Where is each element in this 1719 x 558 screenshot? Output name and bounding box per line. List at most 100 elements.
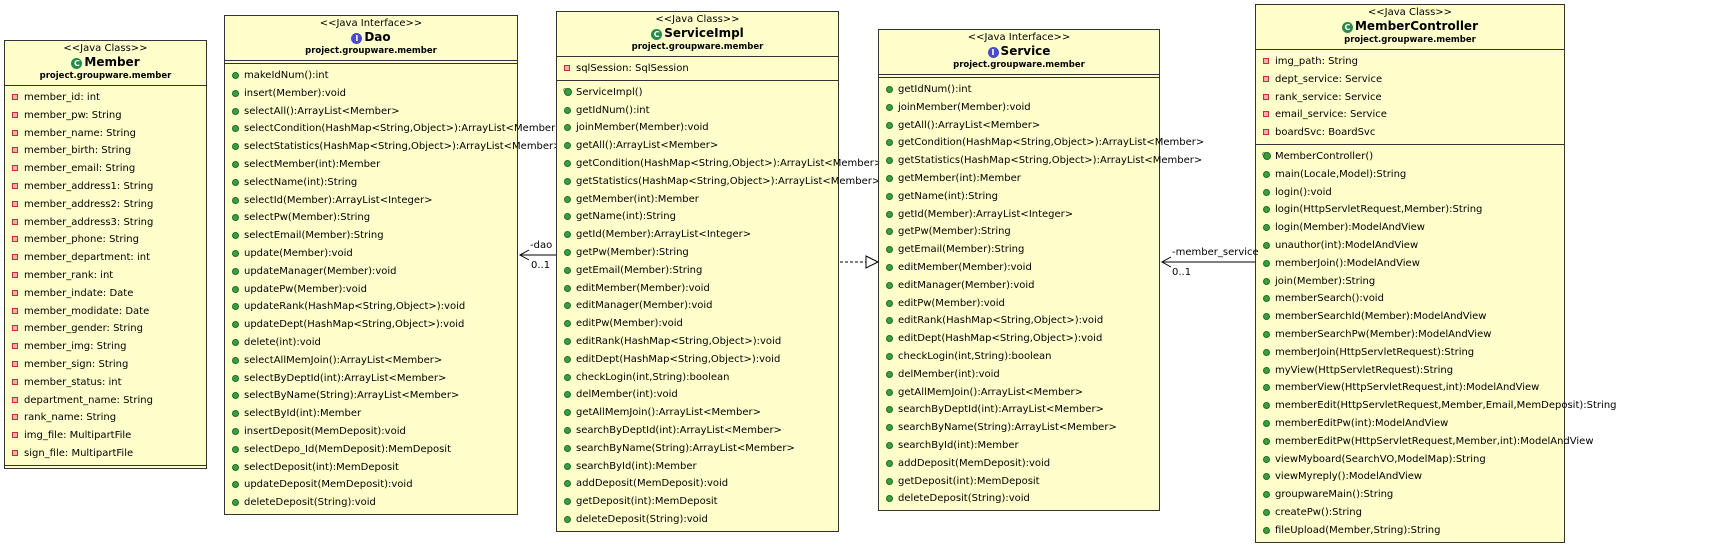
- member-text: deleteDeposit(String):void: [244, 497, 376, 509]
- public-method-icon: [1263, 491, 1270, 499]
- member-text: member_modidate: Date: [24, 305, 150, 317]
- private-field-icon: [12, 236, 18, 243]
- public-method-icon: [886, 335, 893, 343]
- private-field-icon: [12, 271, 18, 278]
- public-method-icon: [232, 72, 239, 79]
- member-text: delMember(int):void: [576, 389, 678, 401]
- public-method-icon: [232, 321, 239, 329]
- public-method-icon: [232, 481, 239, 489]
- member-text: selectByName(String):ArrayList<Member>: [244, 390, 460, 402]
- class-icon: C: [71, 58, 83, 69]
- private-field-icon: [12, 129, 18, 136]
- attribute-row: dept_service: Service: [1256, 71, 1564, 89]
- method-row: fileUpload(Member,String):String: [1256, 522, 1564, 540]
- member-text: getAll():ArrayList<Member>: [898, 119, 1041, 131]
- stereotype-label: <<Java Class>>: [1367, 7, 1453, 18]
- private-field-icon: [12, 449, 18, 456]
- public-method-icon: [232, 160, 239, 168]
- method-row: searchByDeptId(int):ArrayList<Member>: [879, 401, 1159, 419]
- member-text: searchByDeptId(int):ArrayList<Member>: [576, 424, 782, 436]
- member-text: memberJoin():ModelAndView: [1275, 257, 1420, 269]
- attribute-row: member_email: String: [5, 160, 206, 178]
- public-method-icon: [886, 352, 893, 360]
- member-text: selectPw(Member):String: [244, 212, 371, 224]
- method-row: makeIdNum():int: [225, 67, 517, 85]
- attribute-row: member_rank: int: [5, 267, 206, 285]
- member-text: searchByName(String):ArrayList<Member>: [576, 442, 795, 454]
- public-method-icon: [564, 213, 571, 221]
- method-row: selectByDeptId(int):ArrayList<Member>: [225, 370, 517, 388]
- class-icon: C: [651, 29, 663, 40]
- method-row: getDeposit(int):MemDeposit: [557, 493, 838, 511]
- attribute-row: member_modidate: Date: [5, 303, 206, 321]
- member-text: editPw(Member):void: [898, 297, 1005, 309]
- member-text: member_status: int: [24, 376, 122, 388]
- method-row: getMember(int):Member: [879, 170, 1159, 188]
- member-text: selectAll():ArrayList<Member>: [244, 105, 400, 117]
- member-text: img_file: MultipartFile: [24, 430, 132, 442]
- method-row: delMember(int):void: [557, 386, 838, 404]
- method-row: addDeposit(MemDeposit):void: [557, 475, 838, 493]
- public-method-icon: [886, 103, 893, 111]
- public-method-icon: [564, 302, 571, 310]
- member-text: updateDept(HashMap<String,Object>):void: [244, 319, 465, 331]
- public-method-icon: [232, 374, 239, 382]
- attribute-row: member_pw: String: [5, 107, 206, 125]
- method-row: memberView(HttpServletRequest,int):Model…: [1256, 379, 1564, 397]
- member-text: member_gender: String: [24, 323, 143, 335]
- member-text: groupwareMain():String: [1275, 489, 1394, 501]
- member-text: unauthor(int):ModelAndView: [1275, 239, 1419, 251]
- dao-role-label: -dao: [530, 240, 553, 251]
- service-association-arrowhead: [1160, 256, 1172, 268]
- private-field-icon: [12, 165, 18, 172]
- method-row: memberSearchPw(Member):ModelAndView: [1256, 326, 1564, 344]
- stereotype-label: <<Java Interface>>: [967, 32, 1071, 43]
- private-field-icon: [12, 343, 18, 350]
- member-text: searchByName(String):ArrayList<Member>: [898, 422, 1117, 434]
- public-method-icon: [232, 392, 239, 400]
- member-text: getAllMemJoin():ArrayList<Member>: [576, 407, 761, 419]
- private-field-icon: [12, 396, 18, 403]
- member-text: editRank(HashMap<String,Object>):void: [576, 335, 782, 347]
- public-method-icon: [564, 124, 571, 132]
- member-text: editMember(Member):void: [898, 261, 1032, 273]
- member-text: updateManager(Member):void: [244, 265, 397, 277]
- public-method-icon: [886, 121, 893, 129]
- public-method-icon: [564, 337, 571, 345]
- member-text: updatePw(Member):void: [244, 283, 367, 295]
- member-text: memberSearch():void: [1275, 293, 1384, 305]
- public-method-icon: [564, 391, 571, 399]
- public-method-icon: [1263, 348, 1270, 356]
- attribute-row: sqlSession: SqlSession: [557, 60, 838, 78]
- method-row: selectCondition(HashMap<String,Object>):…: [225, 120, 564, 138]
- public-method-icon: [1263, 277, 1270, 285]
- class-icon: C: [1341, 22, 1353, 33]
- private-field-icon: [1263, 111, 1269, 118]
- member-text: selectMember(int):Member: [244, 158, 381, 170]
- method-row: searchByDeptId(int):ArrayList<Member>: [557, 422, 838, 440]
- public-method-icon: [886, 281, 893, 289]
- public-method-icon: [564, 231, 571, 239]
- method-row: getEmail(Member):String: [879, 241, 1159, 259]
- public-method-icon: [232, 267, 239, 275]
- public-method-icon: [564, 462, 571, 470]
- member-text: addDeposit(MemDeposit):void: [576, 478, 729, 490]
- method-row: editRank(HashMap<String,Object>):void: [557, 333, 838, 351]
- public-method-icon: [886, 317, 893, 325]
- method-row: selectById(int):Member: [225, 405, 517, 423]
- member-text: member_address2: String: [24, 198, 154, 210]
- member-text: getName(int):String: [898, 190, 998, 202]
- member-text: rank_name: String: [24, 412, 117, 424]
- method-row: deleteDeposit(String):void: [879, 490, 1159, 508]
- public-method-icon: [1263, 366, 1270, 374]
- public-method-icon: [1263, 330, 1270, 338]
- method-row: getEmail(Member):String: [557, 262, 838, 280]
